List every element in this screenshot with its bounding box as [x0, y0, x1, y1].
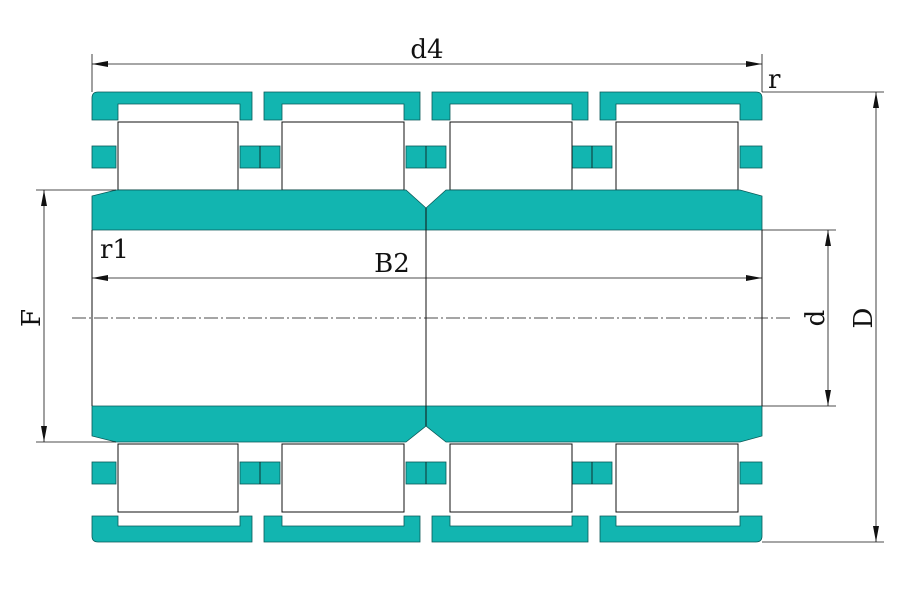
label-r: r	[768, 65, 781, 95]
dimension-D: D	[849, 92, 879, 542]
outer-ring-bottom-seg-2	[263, 515, 421, 543]
roller-top-1	[117, 121, 239, 191]
dimension-F: F	[17, 190, 47, 442]
outer-ring-bottom	[91, 515, 763, 543]
outer-ring-top-seg-1	[91, 91, 253, 121]
outer-ring-top-seg-4	[599, 91, 763, 121]
inner-ring-bottom-right	[425, 405, 763, 443]
dimension-B2: B2	[92, 249, 762, 281]
roller-bottom-2	[281, 443, 405, 513]
label-r1: r1	[100, 235, 129, 265]
outer-ring-top	[91, 91, 763, 121]
roller-top-2	[281, 121, 405, 191]
label-D: D	[849, 308, 879, 329]
outer-ring-top-seg-3	[431, 91, 589, 121]
dimension-d4: d4	[92, 35, 762, 67]
spacer-top-5	[739, 145, 763, 169]
label-F: F	[17, 309, 47, 327]
outer-ring-bottom-seg-3	[431, 515, 589, 543]
outer-ring-bottom-seg-1	[91, 515, 253, 543]
label-B2: B2	[374, 249, 410, 279]
extension-lines	[36, 54, 884, 543]
bore-outline	[91, 208, 763, 426]
inner-ring-top-right	[425, 189, 763, 231]
outer-ring-bottom-seg-4	[599, 515, 763, 543]
spacers-bottom	[91, 461, 763, 485]
roller-top-4	[615, 121, 739, 191]
rollers-top	[117, 121, 739, 191]
spacer-top-1	[91, 145, 117, 169]
spacer-bottom-5	[739, 461, 763, 485]
dimension-d: d	[801, 230, 831, 406]
inner-ring-bottom-left	[91, 405, 427, 443]
roller-bottom-3	[449, 443, 573, 513]
roller-bottom-4	[615, 443, 739, 513]
rollers-bottom	[117, 443, 739, 513]
spacers-top	[91, 145, 763, 169]
inner-ring-bottom	[91, 405, 763, 443]
inner-ring-top-left	[91, 189, 427, 231]
label-d: d	[801, 310, 831, 327]
spacer-bottom-1	[91, 461, 117, 485]
outer-ring-top-seg-2	[263, 91, 421, 121]
roller-bottom-1	[117, 443, 239, 513]
roller-top-3	[449, 121, 573, 191]
inner-ring-top	[91, 189, 763, 231]
label-d4: d4	[410, 35, 443, 65]
